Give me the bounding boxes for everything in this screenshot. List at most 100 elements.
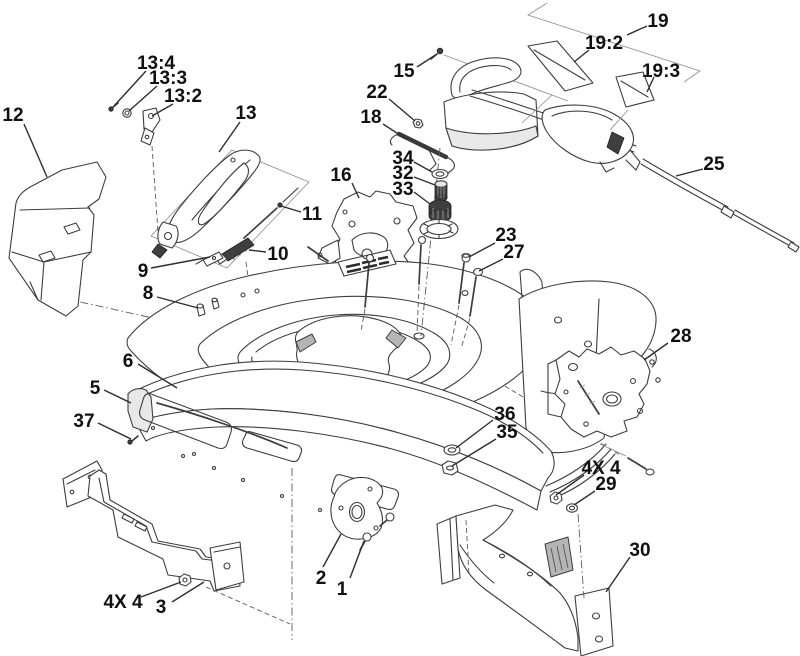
nut-22 (412, 118, 424, 129)
screw-37 (127, 435, 139, 445)
callout-label-13-3: 13:3 (149, 68, 187, 89)
leader-line-29 (573, 490, 596, 506)
callout-16: 16 (330, 165, 360, 199)
callout-13-2: 13:2 (151, 86, 202, 117)
bolt-23 (450, 253, 471, 346)
decal-19-2 (521, 40, 594, 124)
leader-line-37 (97, 422, 132, 440)
callout-label-15: 15 (393, 61, 415, 82)
callout-9: 9 (138, 256, 211, 282)
callout-8: 8 (143, 283, 199, 309)
leader-line-28 (643, 342, 669, 361)
callout-13-3: 13:3 (128, 68, 187, 112)
leader-line-13 (218, 121, 241, 153)
decal-19-3 (609, 71, 655, 131)
part-12-side-chute (8, 161, 107, 317)
leader-line-19 (626, 25, 648, 36)
leader-line-6 (137, 363, 178, 389)
callout-label-18: 18 (360, 107, 381, 128)
callout-36: 36 (455, 404, 516, 449)
callout-label-8: 8 (143, 283, 154, 304)
leader-line-15 (416, 53, 438, 68)
callout-37: 37 (73, 411, 132, 440)
washer-34 (431, 168, 449, 180)
bolt-2 (379, 512, 395, 527)
callout-35: 35 (451, 422, 518, 467)
spacer-32 (434, 180, 448, 202)
bolt-27 (460, 267, 484, 350)
callout-15: 15 (393, 53, 438, 82)
callout-27: 27 (478, 242, 525, 272)
latch-9 (195, 251, 224, 267)
rod-11 (243, 187, 299, 239)
housing-19 (443, 57, 641, 173)
leader-line-4x4-left (140, 581, 182, 598)
leader-line-25 (675, 168, 704, 177)
leader-line-2 (322, 533, 342, 568)
callout-32: 32 (392, 163, 436, 186)
leader-line-1 (349, 540, 365, 579)
callout-19-2: 19:2 (573, 33, 623, 63)
callout-28: 28 (643, 326, 692, 361)
handle-tube-25 (640, 158, 800, 253)
leader-line-18 (382, 123, 407, 140)
callout-label-37: 37 (73, 411, 94, 432)
callout-label-33: 33 (392, 179, 413, 200)
callout-label-13-2: 13:2 (164, 86, 202, 107)
leader-line-19-3 (646, 76, 655, 93)
callout-23: 23 (468, 225, 517, 258)
chute-30 (436, 504, 614, 656)
callout-label-23: 23 (495, 225, 516, 246)
callout-2: 2 (316, 533, 342, 589)
callout-19: 19 (626, 11, 669, 36)
callout-label-25: 25 (703, 154, 725, 175)
leader-line-11 (280, 205, 302, 213)
callout-label-1: 1 (337, 579, 348, 600)
callout-29: 29 (573, 474, 617, 506)
leader-line-4x4-right (555, 474, 585, 496)
callout-label-29: 29 (595, 474, 616, 495)
callout-label-6: 6 (123, 351, 134, 372)
callout-label-4x4-left: 4X 4 (103, 592, 143, 613)
bracket-assembly-3 (62, 460, 245, 592)
skirt-corner-cap-5 (127, 388, 154, 433)
leader-line-10 (248, 249, 267, 253)
leader-line-16 (351, 182, 360, 199)
leader-line-13-2 (151, 103, 174, 117)
clips-8 (196, 297, 220, 317)
deck-housing (126, 248, 657, 523)
callout-5: 5 (90, 378, 132, 404)
leader-line-22 (388, 98, 416, 122)
callout-3: 3 (156, 581, 205, 618)
callout-label-35: 35 (496, 422, 518, 443)
leader-line-34 (413, 161, 433, 173)
leader-line-8 (156, 296, 199, 309)
leader-line-30 (605, 556, 631, 593)
deck-bolt (360, 253, 375, 332)
callout-11: 11 (280, 204, 322, 225)
callout-label-32: 32 (392, 163, 413, 184)
leader-line-23 (468, 242, 496, 258)
bolt-29 (599, 443, 655, 476)
callout-12: 12 (2, 105, 48, 178)
leader-line-27 (478, 258, 504, 272)
callout-label-27: 27 (503, 242, 524, 263)
deck-bolt (416, 235, 427, 334)
callout-label-19: 19 (647, 11, 668, 32)
cover-plate-28 (547, 346, 661, 438)
callout-13-4: 13:4 (113, 53, 175, 107)
nut-4x4-right (549, 491, 563, 505)
pulley-33 (428, 199, 452, 223)
skirt-recess (139, 393, 232, 450)
callout-label-3: 3 (156, 597, 167, 618)
callout-label-34: 34 (392, 148, 414, 169)
callout-10: 10 (248, 244, 289, 265)
callout-25: 25 (675, 154, 725, 177)
callout-33: 33 (392, 179, 431, 205)
skirt-recess (241, 430, 303, 463)
callout-label-19-3: 19:3 (642, 61, 680, 82)
leader-line-36 (455, 419, 494, 449)
spring-18 (389, 131, 455, 177)
